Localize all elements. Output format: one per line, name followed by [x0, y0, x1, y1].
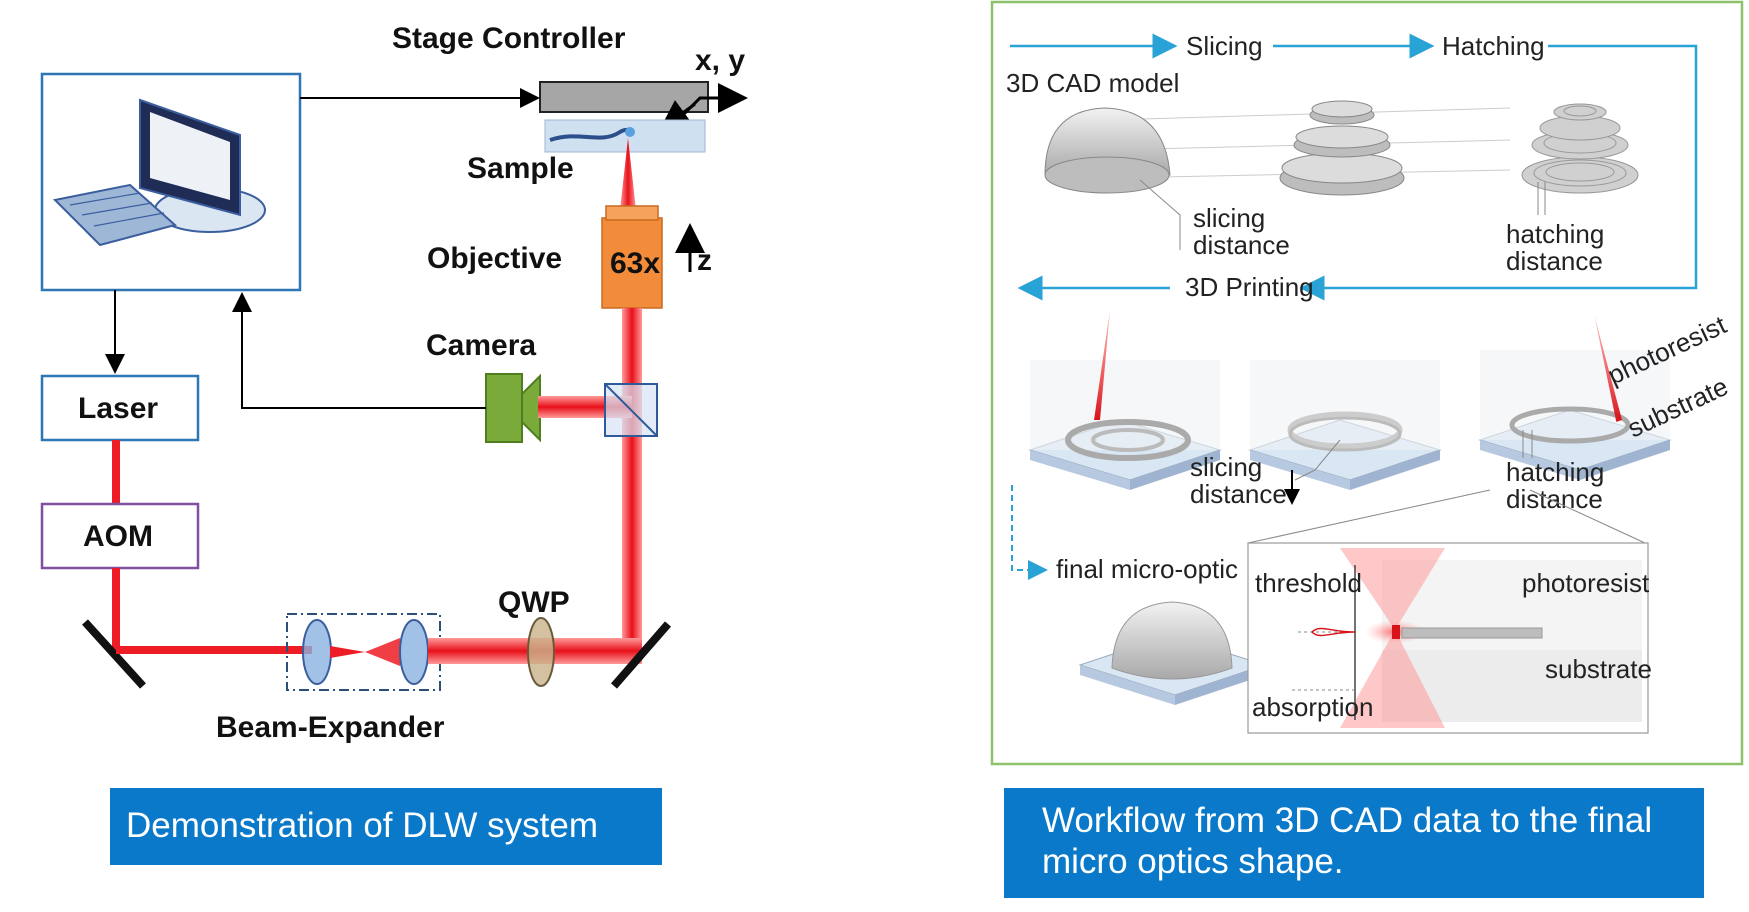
- slicing-distance-line2: distance: [1193, 230, 1290, 260]
- objective-lens: [601, 205, 663, 309]
- horizontal-beam-thin: [116, 646, 312, 654]
- xy-label: x, y: [695, 44, 745, 77]
- workflow-diagram: Slicing Hatching 3D CAD model 3D Printin…: [990, 0, 1744, 766]
- slicing-distance-line1: slicing: [1193, 203, 1265, 233]
- flow-arrow-3: [1299, 44, 1698, 301]
- cad-dome: [1044, 107, 1171, 194]
- camera-to-computer-arrow: [232, 292, 486, 409]
- hatching-distance-line1: hatching: [1506, 219, 1604, 249]
- aom-mirror-beam: [112, 568, 120, 650]
- hatching-distance-line2: distance: [1506, 246, 1603, 276]
- camera-icon: [485, 373, 541, 443]
- objective-label: Objective: [427, 242, 562, 275]
- laser-label: Laser: [78, 392, 158, 425]
- dlw-system-diagram: Stage Controller x, y Sample Objective 6…: [40, 22, 748, 744]
- beam-splitter: [604, 383, 658, 437]
- hatching-distance-2-line2: distance: [1506, 484, 1603, 514]
- slicing-distance-2-line1: slicing: [1190, 452, 1262, 482]
- computer-icon: [52, 98, 266, 247]
- left-mirror: [82, 619, 146, 689]
- hatching-label: Hatching: [1442, 31, 1545, 61]
- slicing-distance-leader: [1139, 179, 1181, 250]
- voxel-inset: [1247, 542, 1649, 734]
- threshold-label: threshold: [1255, 568, 1362, 598]
- print-scene-1: [1028, 310, 1222, 490]
- final-dome: [1078, 601, 1267, 705]
- stage-controller-label: Stage Controller: [392, 22, 626, 55]
- printing-label: 3D Printing: [1185, 272, 1314, 302]
- left-caption: Demonstration of DLW system: [110, 788, 662, 865]
- slicing-distance-2-line2: distance: [1190, 479, 1287, 509]
- vertical-beam: [622, 308, 642, 653]
- qwp-label: QWP: [498, 586, 570, 619]
- computer-box: [40, 72, 302, 292]
- absorption-label: absorption: [1252, 692, 1373, 722]
- cad-model-label: 3D CAD model: [1006, 68, 1179, 98]
- inset-substrate-label: substrate: [1545, 654, 1652, 684]
- sliced-dome: [1279, 100, 1405, 196]
- print-scene-3: [1478, 315, 1672, 480]
- sample-label: Sample: [467, 152, 574, 185]
- inset-photoresist-label: photoresist: [1522, 568, 1650, 598]
- hatching-distance-2-line1: hatching: [1506, 457, 1604, 487]
- beam-expander: [286, 613, 441, 691]
- right-mirror: [610, 621, 672, 689]
- aom-label: AOM: [83, 520, 153, 553]
- right-caption: Workflow from 3D CAD data to the final m…: [1004, 788, 1704, 898]
- hatched-dome: [1521, 103, 1639, 194]
- print-scene-2: [1248, 360, 1442, 490]
- sample: [544, 119, 706, 153]
- camera-label: Camera: [426, 329, 536, 362]
- slicing-label: Slicing: [1186, 31, 1263, 61]
- magnification-label: 63x: [610, 247, 660, 280]
- focused-beam: [620, 138, 636, 210]
- stage-bar: [539, 81, 709, 113]
- z-label: z: [697, 244, 712, 277]
- laser-aom-beam: [112, 440, 120, 504]
- aom-box: [40, 502, 200, 570]
- beam-expander-label: Beam-Expander: [216, 711, 445, 744]
- qwp-plate: [527, 617, 555, 687]
- final-arrow: [1011, 485, 1048, 580]
- final-label: final micro-optic: [1056, 554, 1238, 584]
